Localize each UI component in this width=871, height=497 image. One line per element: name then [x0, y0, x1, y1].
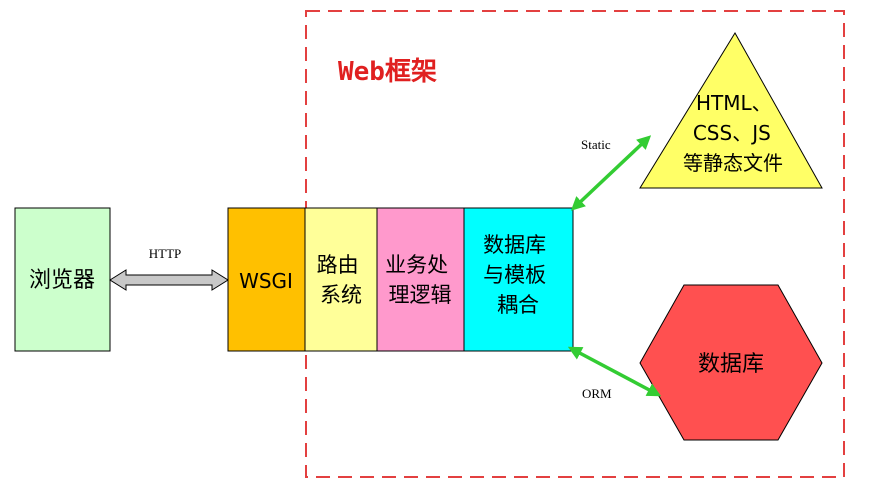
wsgi-label: WSGI: [239, 269, 293, 293]
static-double-arrow: [570, 135, 652, 211]
business-logic-label-line: 业务处: [385, 253, 448, 277]
router-label: 路由 系统: [317, 253, 366, 307]
http-double-arrow: [109, 269, 229, 291]
web-framework-title: Web框架: [338, 57, 437, 87]
http-label: HTTP: [149, 246, 182, 261]
business-logic-label-line: 理逻辑: [389, 283, 452, 307]
browser-box: [14, 207, 111, 352]
static-label: Static: [581, 137, 611, 152]
web-framework-boundary: [305, 10, 845, 478]
coupling-label-line: 耦合: [497, 293, 539, 317]
static-files-label-line: CSS、JS: [693, 121, 771, 145]
orm-label: ORM: [582, 386, 612, 401]
static-files-triangle: [639, 32, 823, 189]
database-label: 数据库: [698, 352, 764, 377]
coupling-label-line: 数据库: [483, 233, 546, 257]
router-label-line: 路由: [317, 253, 359, 277]
db-template-coupling-box: [463, 207, 574, 352]
wsgi-box: [227, 207, 306, 352]
orm-double-arrow: [567, 346, 662, 397]
static-files-label-line: HTML、: [696, 91, 772, 115]
static-files-label: HTML、 CSS、JS 等静态文件: [683, 91, 783, 175]
static-files-label-line: 等静态文件: [683, 151, 783, 175]
router-box: [304, 207, 378, 352]
browser-label: 浏览器: [29, 268, 95, 293]
coupling-label-line: 与模板: [483, 263, 546, 287]
business-logic-box: [376, 207, 465, 352]
router-label-line: 系统: [320, 283, 362, 307]
database-hexagon: [639, 284, 823, 441]
business-logic-label: 业务处 理逻辑: [385, 253, 455, 307]
db-template-coupling-label: 数据库 与模板 耦合: [483, 233, 553, 317]
